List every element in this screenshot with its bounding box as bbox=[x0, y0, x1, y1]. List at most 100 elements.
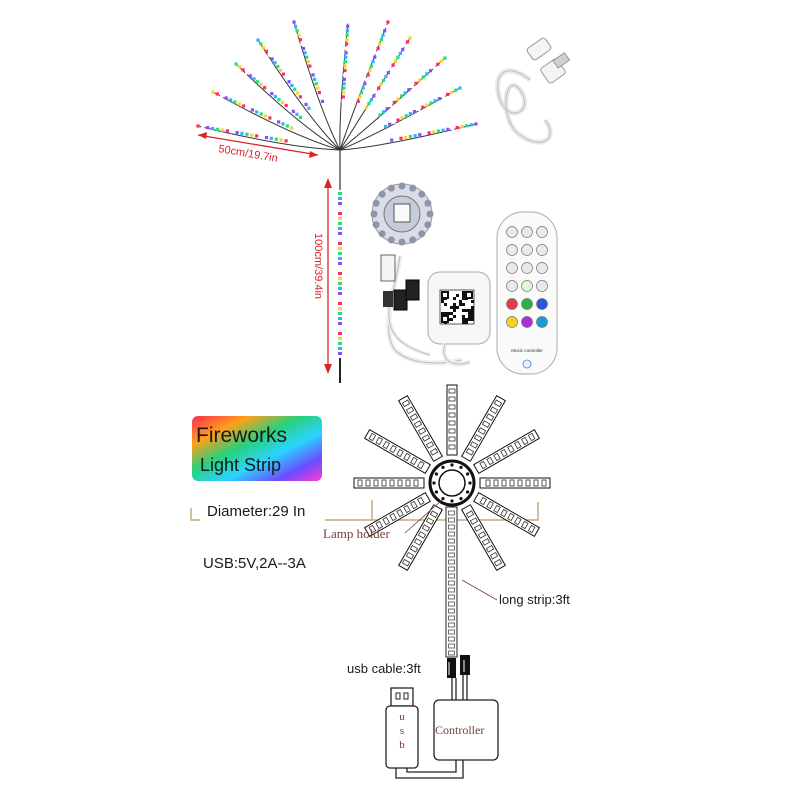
strand-led bbox=[446, 92, 450, 97]
strand-led bbox=[270, 92, 274, 96]
strand-led bbox=[356, 99, 360, 103]
strand-led bbox=[277, 120, 281, 124]
fireworks-badge: Fireworks Light Strip bbox=[192, 416, 322, 481]
qr-finder-inner bbox=[443, 317, 447, 321]
remote-button bbox=[536, 262, 548, 274]
strand-led bbox=[393, 59, 398, 63]
strip-led bbox=[401, 558, 411, 567]
long-strip-led bbox=[448, 552, 455, 558]
strip-led bbox=[417, 460, 425, 470]
strand-led bbox=[394, 137, 398, 141]
strip-led bbox=[479, 496, 487, 506]
strand-led bbox=[408, 112, 412, 116]
strand-led bbox=[366, 73, 370, 77]
strand-led bbox=[345, 33, 349, 37]
strand-led bbox=[363, 82, 367, 86]
hub-socket bbox=[424, 199, 432, 207]
hub-socket bbox=[372, 221, 380, 229]
strand-led bbox=[277, 97, 281, 102]
strand-led bbox=[400, 116, 404, 120]
strand-led bbox=[345, 42, 349, 46]
qr-finder-inner bbox=[467, 293, 471, 297]
hub-socket bbox=[398, 182, 406, 190]
strand-led bbox=[436, 129, 441, 133]
strand-led bbox=[390, 138, 394, 142]
strand-led bbox=[410, 84, 415, 89]
strand-led bbox=[376, 46, 380, 51]
remote-button bbox=[536, 226, 548, 238]
strand-led bbox=[344, 51, 348, 55]
strand-led bbox=[246, 106, 250, 110]
qr-cell bbox=[456, 294, 459, 297]
hub-dot bbox=[459, 496, 463, 501]
diagram-usb-cable bbox=[395, 760, 464, 779]
strand-led bbox=[441, 94, 446, 99]
stem-led bbox=[338, 277, 342, 280]
strip-led bbox=[500, 508, 508, 518]
strip-led bbox=[486, 456, 494, 466]
hub-socket bbox=[387, 184, 395, 192]
strand-led bbox=[368, 68, 372, 73]
strand-led bbox=[396, 118, 400, 122]
strand-led bbox=[384, 124, 388, 129]
hub-socket bbox=[372, 199, 380, 207]
strip-led bbox=[405, 479, 411, 487]
strand-led bbox=[295, 29, 299, 33]
stem-led bbox=[338, 242, 342, 245]
strand-led bbox=[386, 71, 390, 75]
strand-led bbox=[306, 60, 310, 64]
diagram-strip bbox=[446, 384, 458, 456]
hub-socket bbox=[387, 236, 395, 244]
stem-length-dimension: 100cm/39.4in bbox=[312, 178, 332, 374]
strand-wire bbox=[339, 123, 477, 151]
strip-led bbox=[485, 479, 491, 487]
long-strip-led bbox=[448, 538, 455, 544]
qr-cell bbox=[447, 312, 450, 315]
diameter-label: Diameter:29 In bbox=[207, 503, 305, 520]
qr-cell bbox=[462, 315, 465, 318]
long-strip-led bbox=[448, 545, 455, 551]
strand-led bbox=[268, 116, 272, 120]
strip-led bbox=[421, 524, 431, 532]
qr-cell bbox=[453, 303, 456, 306]
strand-led bbox=[381, 110, 386, 114]
strand-led bbox=[285, 124, 289, 128]
stem-led bbox=[338, 297, 342, 300]
strand-led bbox=[401, 47, 405, 52]
strip-led bbox=[473, 434, 483, 442]
qr-cell bbox=[462, 309, 465, 312]
diagram-connectors bbox=[447, 655, 470, 702]
stem-led bbox=[338, 337, 342, 340]
strand-led bbox=[293, 24, 298, 29]
strand-led bbox=[398, 51, 402, 56]
strand-led bbox=[404, 135, 408, 140]
strand-led bbox=[304, 102, 308, 107]
strip-outline bbox=[353, 477, 425, 489]
strand-led bbox=[425, 103, 429, 107]
long-strip-led bbox=[448, 531, 455, 537]
strand-led bbox=[215, 127, 220, 131]
long-strip-led bbox=[448, 517, 455, 523]
strand-led bbox=[432, 130, 436, 134]
power-spec-label: USB:5V,2A--3A bbox=[203, 555, 306, 572]
diagram-firework-strips bbox=[353, 384, 551, 572]
remote-button bbox=[506, 262, 518, 274]
stem-led bbox=[338, 212, 342, 215]
strip-led bbox=[448, 404, 456, 410]
hub-socket bbox=[426, 210, 434, 218]
stem-led bbox=[338, 257, 342, 260]
strand-led bbox=[341, 99, 345, 103]
strip-led bbox=[448, 412, 456, 418]
strand-led bbox=[256, 38, 260, 42]
strand-led bbox=[245, 71, 249, 75]
strand-led bbox=[314, 82, 318, 86]
strand-led bbox=[211, 90, 215, 94]
strand-led bbox=[309, 68, 314, 73]
strand-led bbox=[279, 138, 283, 142]
strip-led bbox=[413, 538, 423, 546]
strand-led bbox=[240, 131, 244, 136]
strand-led bbox=[342, 86, 346, 90]
strand-led bbox=[343, 64, 347, 68]
strand-led bbox=[284, 76, 288, 80]
diagram-lamp-holder bbox=[428, 459, 476, 507]
